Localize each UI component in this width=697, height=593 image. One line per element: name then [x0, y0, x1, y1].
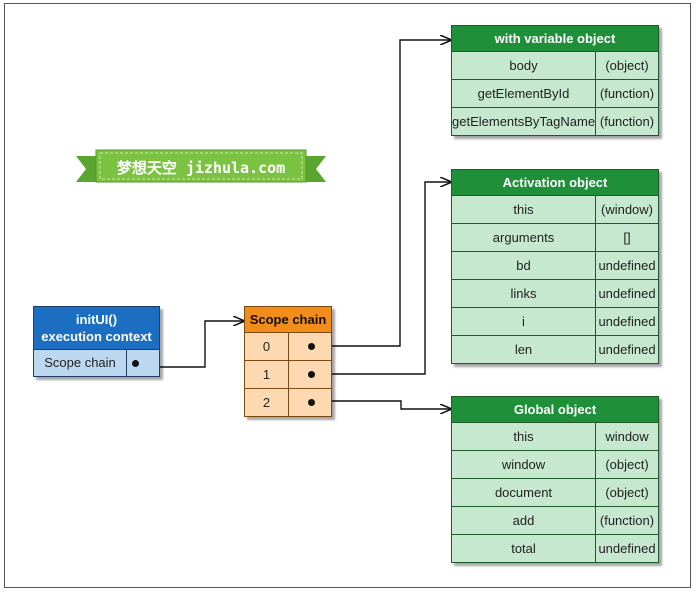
object-row: body (object) — [452, 51, 658, 79]
banner-text: 梦想天空 jizhula.com — [116, 159, 286, 177]
object-value: [] — [623, 230, 631, 245]
object-value: window — [605, 429, 649, 444]
object-value: (object) — [605, 485, 649, 500]
execution-context-header: initUI() execution context — [34, 307, 159, 349]
watermark-banner: 梦想天空 jizhula.com — [76, 148, 326, 188]
object-value: undefined — [598, 314, 656, 329]
object-key: body — [452, 52, 596, 79]
object-row: i undefined — [452, 307, 658, 335]
object-header: with variable object — [452, 26, 658, 51]
object-value: undefined — [598, 286, 656, 301]
object-key: total — [452, 535, 596, 562]
object-key: add — [452, 507, 596, 534]
with-variable-object-table: with variable object body (object) getEl… — [451, 25, 659, 136]
scope-index: 2 — [245, 389, 289, 416]
object-header: Activation object — [452, 170, 658, 195]
global-object-table: Global object this window window (object… — [451, 396, 659, 563]
object-key: links — [452, 280, 596, 307]
object-row: getElementsByTagName (function) — [452, 107, 658, 135]
pointer-dot — [308, 399, 315, 406]
object-value: (object) — [605, 58, 649, 73]
object-row: this window — [452, 422, 658, 450]
object-key: i — [452, 308, 596, 335]
object-row: getElementById (function) — [452, 79, 658, 107]
object-value: (function) — [599, 513, 655, 528]
context-pointer-cell — [127, 350, 159, 376]
scope-pointer-cell — [289, 361, 331, 388]
object-value: (function) — [599, 114, 655, 129]
object-key: arguments — [452, 224, 596, 251]
pointer-dot — [308, 371, 315, 378]
object-key: this — [452, 196, 596, 223]
object-header: Global object — [452, 397, 658, 422]
object-value: (object) — [605, 457, 649, 472]
scope-chain-row-2: 2 — [245, 388, 331, 416]
scope-pointer-cell — [289, 333, 331, 360]
scope-chain-row-0: 0 — [245, 332, 331, 360]
object-row: add (function) — [452, 506, 658, 534]
object-key: len — [452, 336, 596, 363]
scope-index: 1 — [245, 361, 289, 388]
execution-context-box: initUI() execution context Scope chain — [33, 306, 160, 377]
object-row: links undefined — [452, 279, 658, 307]
ribbon-shape — [76, 149, 326, 183]
object-row: document (object) — [452, 478, 658, 506]
scope-chain-row-1: 1 — [245, 360, 331, 388]
object-row: len undefined — [452, 335, 658, 363]
object-key: bd — [452, 252, 596, 279]
object-key: getElementsByTagName — [452, 108, 596, 135]
object-value: undefined — [598, 541, 656, 556]
scope-chain-box: Scope chain 0 1 2 — [244, 306, 332, 417]
object-row: total undefined — [452, 534, 658, 562]
object-key: this — [452, 423, 596, 450]
context-title-line2: execution context — [41, 329, 152, 344]
object-value: undefined — [598, 342, 656, 357]
pointer-dot — [308, 343, 315, 350]
scope-chain-header: Scope chain — [245, 307, 331, 332]
object-value: (function) — [599, 86, 655, 101]
object-row: this (window) — [452, 195, 658, 223]
scope-pointer-cell — [289, 389, 331, 416]
object-key: document — [452, 479, 596, 506]
pointer-dot — [132, 360, 139, 367]
activation-object-table: Activation object this (window) argument… — [451, 169, 659, 364]
context-scope-chain-row: Scope chain — [34, 349, 159, 376]
object-key: getElementById — [452, 80, 596, 107]
object-value: undefined — [598, 258, 656, 273]
object-row: window (object) — [452, 450, 658, 478]
object-value: (window) — [600, 202, 653, 217]
object-key: window — [452, 451, 596, 478]
scope-index: 0 — [245, 333, 289, 360]
context-title-line1: initUI() — [75, 312, 118, 327]
object-row: arguments [] — [452, 223, 658, 251]
object-row: bd undefined — [452, 251, 658, 279]
context-scope-chain-label: Scope chain — [34, 350, 127, 376]
